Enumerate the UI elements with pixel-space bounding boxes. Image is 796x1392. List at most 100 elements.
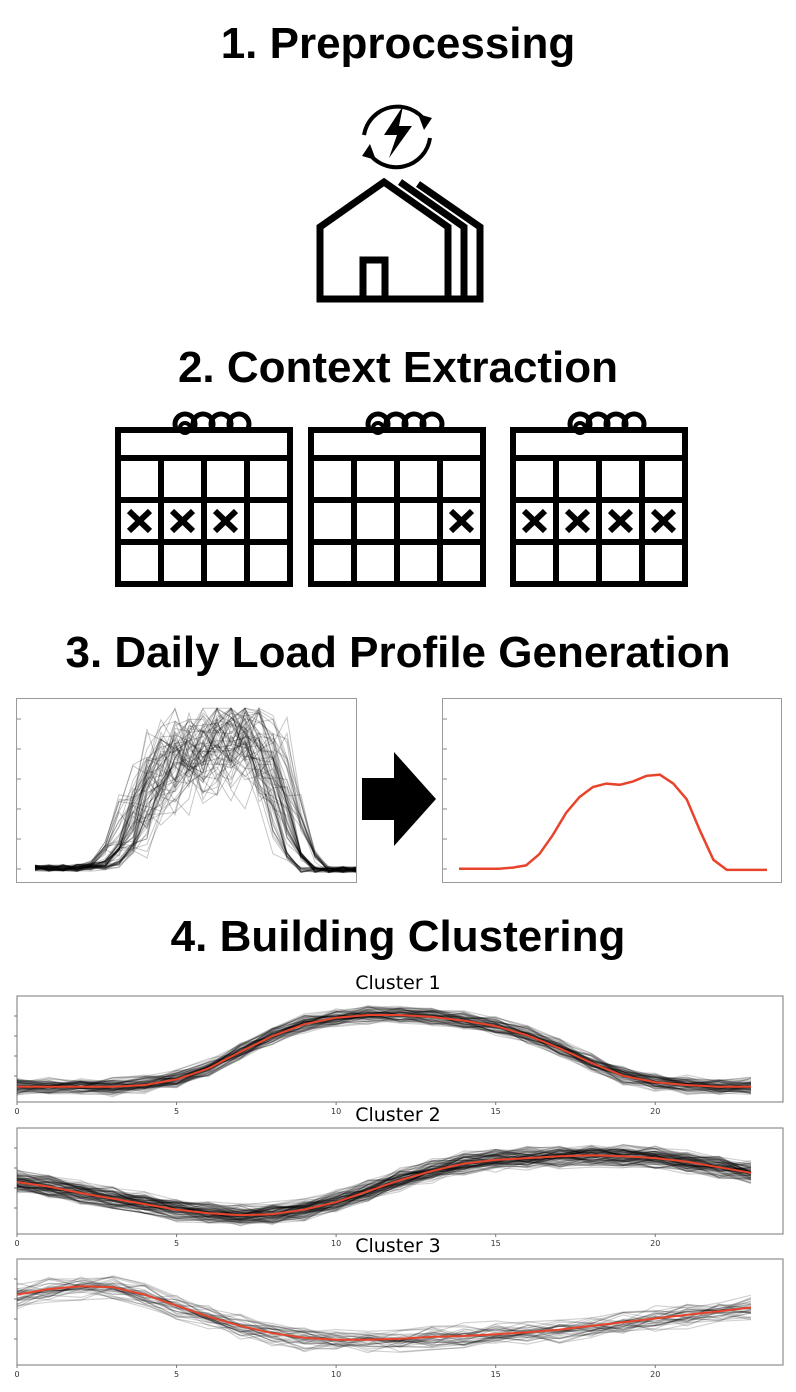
member-line: [16, 1144, 752, 1217]
raw-load-line: [34, 717, 356, 874]
raw-load-line: [34, 737, 356, 874]
raw-load-line: [34, 707, 356, 873]
x-mark-icon: [607, 508, 634, 534]
member-line: [16, 1148, 752, 1217]
member-line: [16, 1154, 752, 1222]
member-line: [16, 1144, 752, 1213]
member-line: [16, 1004, 752, 1088]
cluster-2-title: Cluster 2: [355, 1104, 441, 1126]
raw-load-line: [34, 743, 356, 873]
x-tick-label: 5: [174, 1370, 179, 1379]
member-line: [16, 1017, 752, 1095]
member-line: [16, 1151, 752, 1222]
x-mark-icon: [650, 508, 677, 534]
raw-load-line: [34, 707, 356, 873]
member-line: [16, 1015, 752, 1098]
raw-load-line: [34, 707, 356, 873]
raw-load-line: [34, 726, 356, 874]
raw-load-line: [34, 731, 356, 873]
raw-load-line: [34, 723, 356, 873]
member-line: [16, 1148, 752, 1213]
member-line: [16, 1146, 752, 1217]
member-line: [16, 1011, 752, 1095]
member-line: [16, 1156, 752, 1224]
x-tick-label: 5: [174, 1107, 179, 1116]
raw-load-line: [34, 715, 356, 871]
raw-load-line: [34, 740, 356, 874]
member-line: [16, 1011, 752, 1092]
member-line: [16, 1151, 751, 1223]
raw-load-line: [34, 741, 356, 872]
member-line: [16, 1014, 752, 1093]
raw-load-line: [34, 738, 356, 872]
member-line: [16, 1145, 752, 1214]
member-line: [16, 1008, 752, 1090]
cluster-1-title: Cluster 1: [355, 972, 441, 994]
member-line: [16, 1013, 752, 1091]
x-tick-label: 20: [650, 1107, 660, 1116]
member-line: [16, 1148, 752, 1215]
calendar-icon: [510, 411, 688, 587]
x-tick-label: 0: [14, 1370, 19, 1379]
member-line: [16, 1147, 752, 1214]
member-line: [16, 1276, 752, 1345]
raw-load-line: [34, 722, 356, 872]
lightning-icon: [384, 106, 412, 158]
raw-load-line: [34, 707, 356, 873]
member-line: [16, 1150, 752, 1217]
member-line: [16, 1010, 752, 1087]
raw-load-line: [34, 707, 356, 872]
raw-load-line: [34, 735, 356, 872]
member-line: [16, 1013, 752, 1096]
x-tick-label: 10: [331, 1370, 341, 1379]
raw-load-line: [34, 740, 356, 872]
member-line: [16, 1155, 752, 1221]
calendar-icon: [115, 411, 293, 587]
cluster-centroid-line: [16, 1154, 752, 1217]
raw-load-line: [34, 728, 356, 871]
raw-load-line: [34, 743, 356, 873]
cluster-centroid-line: [17, 1014, 751, 1088]
member-line: [16, 1152, 752, 1218]
raw-load-line: [34, 735, 356, 872]
raw-load-line: [34, 716, 356, 873]
x-mark-icon: [448, 508, 475, 534]
member-line: [16, 1153, 752, 1223]
x-tick-label: 20: [650, 1239, 660, 1248]
member-line: [16, 1278, 752, 1346]
step-4-title: 4. Building Clustering: [170, 912, 626, 961]
raw-load-line: [34, 707, 356, 872]
member-line: [16, 1287, 752, 1350]
member-line: [16, 1014, 752, 1091]
member-line: [16, 1152, 752, 1221]
raw-load-line: [34, 748, 356, 873]
raw-load-line: [34, 726, 356, 873]
member-line: [16, 1013, 752, 1095]
raw-load-line: [34, 736, 356, 873]
member-line: [16, 1007, 752, 1089]
member-line: [16, 1151, 752, 1224]
member-line: [16, 1149, 752, 1215]
member-line: [16, 1143, 752, 1206]
house-energy-icon: [316, 104, 484, 303]
raw-load-line: [34, 706, 356, 873]
member-line: [16, 1146, 752, 1213]
daily-profile-chart: [443, 718, 767, 872]
cluster-centroid-line: [16, 1285, 752, 1341]
member-line: [16, 1144, 752, 1215]
x-mark-icon: [212, 508, 239, 534]
x-tick-label: 5: [174, 1239, 179, 1248]
member-line: [16, 1285, 752, 1342]
raw-load-line: [34, 744, 356, 873]
member-line: [16, 1287, 752, 1345]
member-line: [16, 1284, 752, 1347]
raw-load-line: [34, 708, 356, 872]
raw-load-line: [34, 732, 356, 870]
member-line: [16, 1148, 752, 1215]
member-line: [16, 1005, 752, 1088]
x-tick-label: 15: [491, 1239, 501, 1248]
raw-load-line: [34, 710, 356, 871]
member-line: [16, 1288, 752, 1352]
raw-load-line: [34, 707, 356, 873]
